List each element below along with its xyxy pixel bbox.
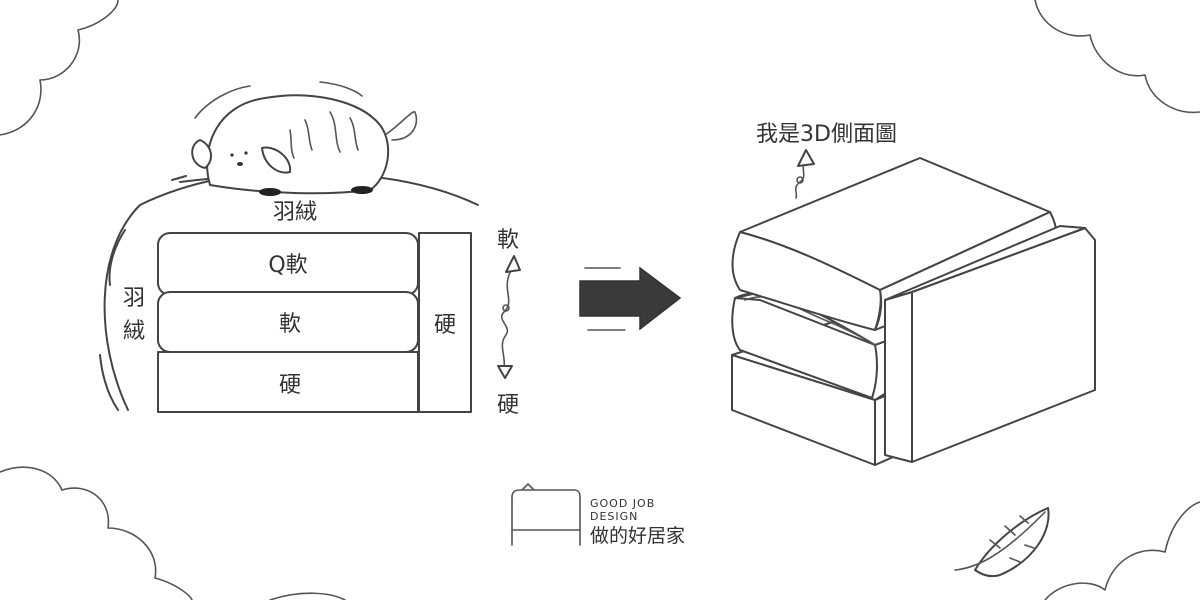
dog-eye-left bbox=[230, 153, 234, 157]
cloud-bottom-left bbox=[0, 466, 193, 601]
feather-quill bbox=[954, 511, 1046, 571]
dog-tail bbox=[384, 111, 418, 141]
dog-illustration bbox=[191, 81, 418, 196]
top-feather-dash bbox=[171, 175, 187, 181]
dog-motion-lines bbox=[194, 81, 363, 119]
side-support-column bbox=[418, 232, 472, 413]
side-view-caption: 我是3D側面圖 bbox=[756, 122, 897, 147]
scale-arrow-loop bbox=[502, 304, 510, 312]
side-column-label: 硬 bbox=[434, 313, 456, 338]
layer-soft-label: 軟 bbox=[279, 312, 301, 337]
logo-line2: DESIGN bbox=[590, 510, 638, 523]
mattress-3d-diagram: 我是3D側面圖 bbox=[731, 122, 1096, 466]
dog-body bbox=[206, 94, 390, 195]
middle-block-front bbox=[731, 297, 878, 399]
scale-arrow-head-up bbox=[505, 255, 521, 273]
wrap-arc-inner-lower bbox=[99, 354, 119, 411]
layer-diagram: 羽絨 Q軟 軟 硬 硬 羽 絨 軟 硬 bbox=[99, 81, 521, 418]
brand-logo: GOOD JOB DESIGN 做的好居家 bbox=[511, 483, 685, 547]
dog-ear bbox=[191, 139, 212, 169]
layer-hard-label: 硬 bbox=[279, 373, 301, 398]
arrow-right-icon bbox=[579, 266, 682, 331]
wrap-label-top: 羽 bbox=[123, 286, 145, 311]
scale-top-label: 軟 bbox=[497, 228, 519, 253]
cloud-top-left bbox=[0, 0, 119, 136]
wrap-arc-inner bbox=[108, 229, 126, 286]
scale-arrow-line bbox=[500, 267, 513, 369]
feather-illustration bbox=[954, 507, 1050, 578]
caption-pointer-head bbox=[797, 149, 815, 167]
dog-paw-right bbox=[351, 186, 373, 194]
feather-barbs bbox=[989, 515, 1035, 563]
dog-paw-left bbox=[259, 188, 281, 196]
dog-ear-right bbox=[261, 146, 292, 174]
cloud-bottom-right bbox=[1044, 501, 1200, 601]
transition-arrow bbox=[579, 266, 682, 331]
sofa-icon bbox=[511, 483, 581, 546]
cloud-bottom-left-inner bbox=[269, 592, 346, 601]
logo-line1: GOOD JOB bbox=[590, 497, 655, 510]
caption-pointer-loop bbox=[796, 176, 804, 184]
dog-eye-right bbox=[244, 151, 248, 155]
cloud-top-right bbox=[1034, 0, 1200, 114]
side-panel-front bbox=[884, 291, 913, 463]
dog-nose bbox=[237, 162, 243, 166]
dog-fur-strokes bbox=[289, 111, 359, 159]
scale-bottom-label: 硬 bbox=[497, 393, 519, 418]
side-panel-top bbox=[884, 225, 1086, 301]
caption-pointer-line bbox=[794, 159, 806, 199]
layer-q-soft-label: Q軟 bbox=[268, 253, 307, 278]
top-layer-label: 羽絨 bbox=[273, 200, 317, 225]
wrap-label-bottom: 絨 bbox=[123, 319, 145, 344]
logo-chinese-name: 做的好居家 bbox=[590, 525, 685, 547]
scale-arrow-head-down bbox=[497, 365, 513, 379]
